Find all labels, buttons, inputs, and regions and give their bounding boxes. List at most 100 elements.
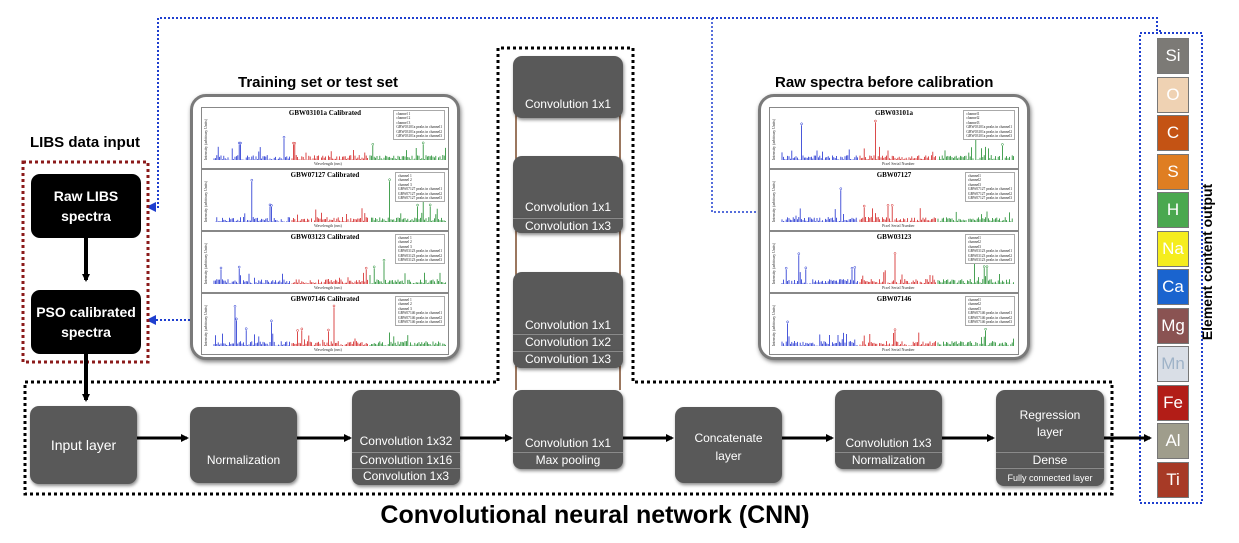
train-legend-item: channel 2 xyxy=(397,178,412,183)
input-layer-box: Input layer xyxy=(30,406,137,484)
train-peak-marker xyxy=(372,265,376,269)
element-na: Na xyxy=(1157,230,1189,267)
raw-legend-item: GBW07127 peaks in channel1 xyxy=(967,187,1012,192)
train-ylabel: Intensity (arbitrary Units) xyxy=(203,118,208,160)
train-legend-item: GBW07146 peaks in channel1 xyxy=(397,311,442,316)
raw-xlabel: Pixel Serial Number xyxy=(882,161,915,166)
train-peak-marker xyxy=(219,266,223,270)
train-peak-marker xyxy=(233,305,237,308)
raw-legend-item: channel1 xyxy=(966,112,980,116)
raw-legend-item: channel1 xyxy=(967,298,981,302)
element-ti: Ti xyxy=(1157,461,1189,498)
raw-panel-title: GBW03123 xyxy=(876,233,912,241)
train-peak-marker xyxy=(371,143,375,146)
raw-xlabel: Pixel Serial Number xyxy=(882,347,915,352)
element-mn: Mn xyxy=(1157,346,1189,382)
raw-legend-item: GBW03123 peaks in channel2 xyxy=(967,253,1012,258)
train-peak-marker xyxy=(270,204,273,207)
train-legend-item: GBW03101a peaks in channel2 xyxy=(396,129,442,134)
element-s: S xyxy=(1157,153,1189,190)
inception-b2-label: Convolution 1x1 xyxy=(524,200,612,214)
normalization-box: Normalization xyxy=(190,407,297,483)
conv-stack-sub2: Convolution 1x3 xyxy=(352,468,460,485)
regression-box: Regression layer xyxy=(996,390,1104,452)
raw-legend-item: channel1 xyxy=(967,236,981,240)
raw-legend-item: channel1 xyxy=(967,174,981,178)
train-legend-item: channel 2 xyxy=(396,116,411,121)
train-legend-item: GBW03123 peaks in channel1 xyxy=(397,249,442,254)
train-peak-marker xyxy=(282,135,286,139)
train-spectrum: Intensity (arbitrary Units) Wavelength (n… xyxy=(203,118,447,166)
concatenate-box: Concatenate layer xyxy=(675,407,782,483)
train-legend-item: channel 1 xyxy=(397,298,412,302)
train-peak-marker xyxy=(421,141,425,145)
raw-legend-item: GBW07127 peaks in channel2 xyxy=(967,191,1012,196)
raw-peak-marker xyxy=(853,266,857,269)
raw-panel-title: GBW07146 xyxy=(876,295,912,303)
train-spectrum: Intensity (arbitrary Units) Wavelength (n… xyxy=(203,242,447,290)
pool-box: Convolution 1x1 xyxy=(513,390,623,452)
train-legend-item: GBW07127 peaks in channel3 xyxy=(397,196,442,201)
raw-legend-item: GBW07127 peaks in channel3 xyxy=(967,196,1012,201)
inception-b1: Convolution 1x1 xyxy=(513,56,623,118)
concatenate-label: Concatenate layer xyxy=(694,431,763,463)
inception-b3: Convolution 1x1 xyxy=(513,272,623,334)
element-h: H xyxy=(1157,192,1189,228)
train-xlabel: Wavelength (nm) xyxy=(314,223,342,228)
training-set-title: Training set or test set xyxy=(238,74,399,91)
raw-peak-marker xyxy=(862,204,866,208)
train-legend-item: GBW03101a peaks in channel3 xyxy=(396,134,442,139)
conv-stack-label: Convolution 1x32 xyxy=(359,434,453,448)
element-ca: Ca xyxy=(1157,269,1189,305)
train-peak-marker xyxy=(364,266,368,270)
conv-norm-label: Convolution 1x3 xyxy=(845,436,932,450)
cnn-frame xyxy=(23,46,1114,496)
raw-xlabel: Pixel Serial Number xyxy=(882,285,915,290)
inception-b2-sub: Convolution 1x3 xyxy=(513,218,623,233)
train-peak-marker xyxy=(237,265,241,269)
train-legend-item: channel 1 xyxy=(397,236,412,240)
raw-legend-item: channel3 xyxy=(967,244,981,249)
raw-spectrum: Intensity (arbitrary Units) Pixel Serial … xyxy=(771,118,1015,166)
train-legend-item: GBW03123 peaks in channel3 xyxy=(397,258,442,263)
train-ylabel: Intensity (arbitrary Units) xyxy=(203,242,208,284)
blue-feedback-line xyxy=(146,17,1161,212)
raw-spectrum: Intensity (arbitrary Units)Pixel Serial … xyxy=(771,242,1015,290)
pso-calibrated-box: PSO calibrated spectra xyxy=(31,290,141,354)
train-panel-title: GBW07146 Calibrated xyxy=(290,295,360,303)
train-legend-item: channel 1 xyxy=(397,174,412,178)
train-peak-marker xyxy=(300,327,304,331)
inception-b3-sub1: Convolution 1x2 xyxy=(513,334,623,351)
raw-legend-item: GBW03101a peaks in channel2 xyxy=(966,129,1012,134)
train-peak-marker xyxy=(268,203,272,207)
train-xlabel: Wavelength (nm) xyxy=(314,285,342,290)
element-mg: Mg xyxy=(1157,307,1189,344)
raw-legend-item: channel2 xyxy=(967,302,981,307)
train-ylabel: Intensity (arbitrary Units) xyxy=(203,304,208,346)
raw-ylabel: Intensity (arbitrary Units) xyxy=(771,118,776,160)
train-peak-marker xyxy=(292,141,295,145)
raw-peak-marker xyxy=(784,266,788,270)
train-peak-marker xyxy=(250,178,254,182)
raw-peak-marker xyxy=(797,252,801,255)
raw-peak-marker xyxy=(839,187,843,190)
inception-b2: Convolution 1x1 xyxy=(513,156,623,218)
blue-raw-spectra-line xyxy=(711,18,758,213)
raw-peak-marker xyxy=(800,122,803,126)
train-peak-marker xyxy=(244,327,248,330)
raw-panel-title: GBW03101a xyxy=(874,109,914,117)
train-legend-item: channel 3 xyxy=(396,120,411,125)
raw-legend-item: GBW07146 peaks in channel2 xyxy=(967,315,1012,320)
raw-legend-item: channel2 xyxy=(967,178,981,183)
raw-ylabel: Intensity (arbitrary Units) xyxy=(771,180,776,222)
train-spectrum: Intensity (arbitrary Units)Wavelength (n… xyxy=(203,304,447,352)
train-xlabel: Wavelength (nm) xyxy=(314,161,342,166)
element-output-frame xyxy=(1139,32,1203,504)
raw-peak-marker xyxy=(1001,143,1004,146)
